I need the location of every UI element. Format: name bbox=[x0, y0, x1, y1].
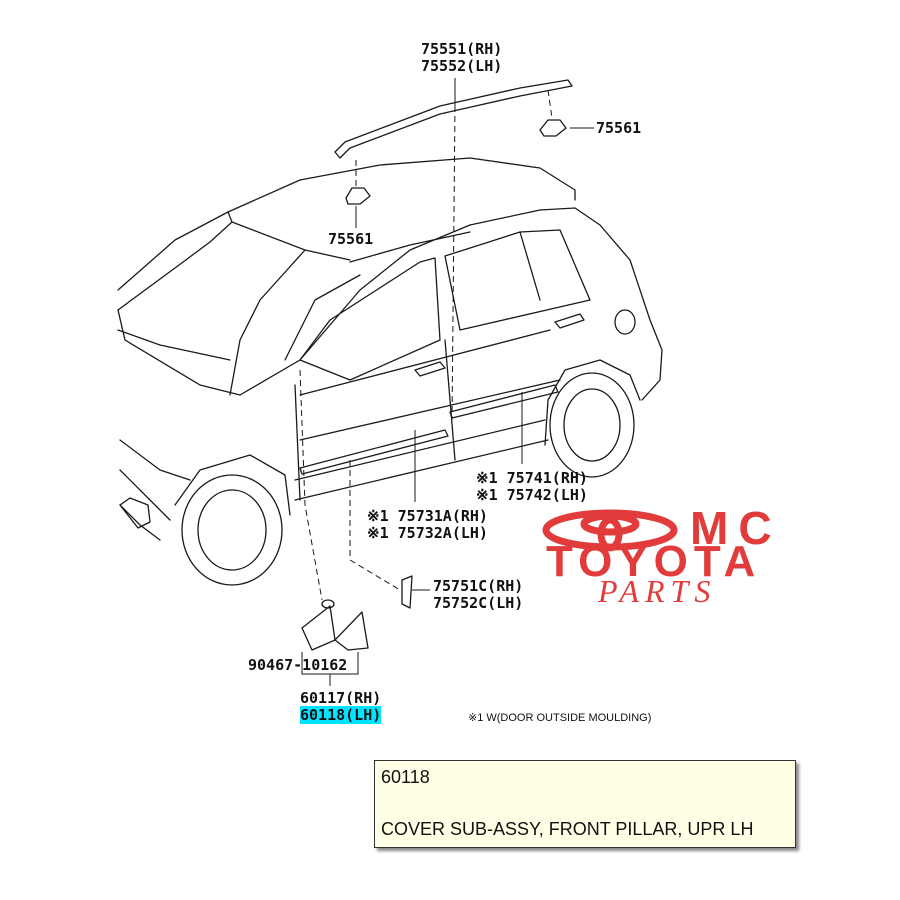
watermark-parts: PARTS bbox=[598, 573, 717, 609]
label-roof-rh[interactable]: 75551(RH) bbox=[421, 40, 503, 58]
rear-door-moulding bbox=[449, 384, 559, 419]
roof-moulding bbox=[334, 79, 573, 159]
tooltip-description: COVER SUB-ASSY, FRONT PILLAR, UPR LH bbox=[381, 819, 754, 839]
tooltip-part-number: 60118 bbox=[381, 767, 430, 787]
toyota-emblem-icon bbox=[542, 509, 678, 552]
car-roof-line bbox=[227, 157, 576, 213]
label-moulding-front-rh[interactable]: ※1 75731A(RH) bbox=[367, 507, 488, 525]
roof-clip-left bbox=[345, 187, 371, 205]
label-clip-right[interactable]: 75561 bbox=[596, 119, 642, 137]
label-moulding-rear-lh[interactable]: ※1 75742(LH) bbox=[476, 486, 588, 504]
pillar-cover bbox=[301, 605, 336, 651]
pillar-garnish bbox=[401, 575, 413, 609]
label-moulding-rear-rh[interactable]: ※1 75741(RH) bbox=[476, 469, 588, 487]
label-cover-lh-selected[interactable]: 60118(LH) bbox=[300, 706, 382, 724]
label-roof-lh[interactable]: 75552(LH) bbox=[421, 57, 503, 75]
label-moulding-front-lh[interactable]: ※1 75732A(LH) bbox=[367, 524, 488, 542]
front-door-moulding bbox=[299, 429, 449, 475]
label-pillar-rh[interactable]: 75751C(RH) bbox=[433, 577, 524, 595]
label-pillar-lh[interactable]: 75752C(LH) bbox=[433, 594, 524, 612]
part-tooltip: 60118 COVER SUB-ASSY, FRONT PILLAR, UPR … bbox=[374, 760, 796, 848]
label-clip-left[interactable]: 75561 bbox=[328, 230, 374, 248]
watermark-mc: MC bbox=[690, 502, 782, 554]
pillar-cover-inner bbox=[334, 611, 369, 651]
footnote: ※1 W(DOOR OUTSIDE MOULDING) bbox=[468, 712, 652, 724]
watermark-toyota: TOYOTA bbox=[546, 537, 762, 586]
label-screw[interactable]: 90467-10162 bbox=[248, 656, 348, 674]
label-cover-rh[interactable]: 60117(RH) bbox=[300, 689, 382, 707]
roof-clip-right bbox=[539, 119, 567, 137]
